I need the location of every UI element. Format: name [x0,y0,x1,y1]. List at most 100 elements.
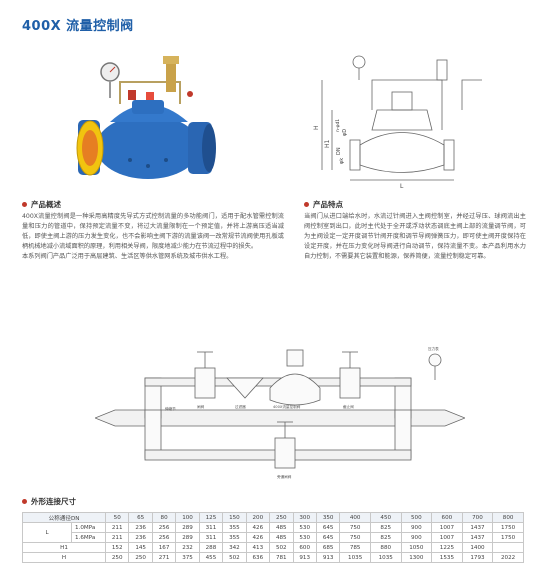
dn-cell: 500 [400,512,433,523]
dn-cell: 150 [222,512,247,523]
dn-cell: 450 [369,512,402,523]
installation-diagram: 伸缩节 闸阀 过滤器 400X流量控制阀 截止阀 压力表 旁通闸阀 [95,346,465,479]
dn-cell: 350 [315,512,341,523]
dn-cell: 250 [269,512,294,523]
technical-drawing: H H1 DN φD φk n-φd1 L [313,55,482,190]
bullet-icon [22,499,27,504]
table-cell: 645 [315,532,341,543]
table-cell: 750 [339,522,371,533]
table-cell: 311 [198,532,224,543]
valve-photo [76,56,216,179]
dn-cell: 400 [339,512,371,523]
table-cell: 750 [339,532,371,543]
table-cell: 342 [222,542,247,553]
label-filter: 过滤器 [235,404,246,409]
table-cell: 211 [104,532,130,543]
dn-header: 公称通径DN [22,512,106,523]
dim-label-h: H [313,125,320,130]
table-cell: 355 [222,532,247,543]
dn-cell: 600 [431,512,463,523]
table-cell: 1035 [369,552,402,563]
table-cell: 900 [400,522,433,533]
features-heading-text: 产品特点 [313,200,343,209]
row-label: 1.0MPa [71,522,106,533]
label-gate-valve: 闸阀 [197,404,205,409]
page-title: 400X 流量控制阀 [22,19,134,34]
dn-cell: 300 [292,512,317,523]
dn-cell: 800 [492,512,524,523]
table-cell: 685 [315,542,341,553]
overview-heading-text: 产品概述 [31,200,61,209]
table-cell: 413 [245,542,271,553]
label-bypass-gate-valve: 旁通闸阀 [277,474,292,479]
table-cell: 530 [292,522,317,533]
table-row: H 250 250 271 375 455 502 636 781 913 91… [22,552,524,563]
table-cell: 485 [269,522,294,533]
dn-cell: 125 [198,512,224,523]
table-cell: 211 [104,522,130,533]
table-cell: 455 [198,552,224,563]
dim-label-dn: DN [336,147,342,155]
row-label: H [22,552,106,563]
table-cell: 1535 [431,552,463,563]
dimensions-heading-text: 外形连接尺寸 [31,497,76,506]
dim-label-l: L [400,183,404,190]
table-cell: 825 [369,522,402,533]
table-cell: 1007 [431,532,463,543]
table-cell: 1793 [461,552,494,563]
table-cell: 145 [128,542,153,553]
label-stop-valve: 截止阀 [343,404,354,409]
table-row: H1 152 145 167 232 288 342 413 502 600 6… [22,542,524,553]
dim-label-h1: H1 [324,139,331,148]
dim-label-nphid1: n-φd1 [335,119,341,132]
label-pressure-gauge: 压力表 [428,346,439,351]
table-cell: 880 [369,542,402,553]
table-cell: 502 [269,542,294,553]
table-cell: 1225 [431,542,463,553]
table-cell: 1400 [461,542,494,553]
dn-cell: 100 [175,512,200,523]
table-cell: 785 [339,542,371,553]
overview-paragraph-1: 400X流量控制阀是一种采用高精度先导式方式控制流量的多功能阀门，适用于配水管需… [22,213,284,250]
table-cell: 1750 [492,532,524,543]
overview-text: 400X流量控制阀是一种采用高精度先导式方式控制流量的多功能阀门，适用于配水管需… [22,212,284,262]
table-cell: 825 [369,532,402,543]
table-cell: 2022 [492,552,524,563]
table-cell: 1007 [431,522,463,533]
l-label: L [22,522,72,543]
table-cell: 311 [198,522,224,533]
table-cell: 1437 [461,522,494,533]
dn-cell: 200 [245,512,271,523]
dn-cell: 50 [104,512,130,523]
table-cell: 600 [292,542,317,553]
table-cell: 1035 [339,552,371,563]
table-cell: 485 [269,532,294,543]
table-cell: 781 [269,552,294,563]
table-cell: 502 [222,552,247,563]
table-cell: 636 [245,552,271,563]
bullet-icon [304,202,309,207]
table-cell: 426 [245,532,271,543]
bullet-icon [22,202,27,207]
table-cell: 530 [292,532,317,543]
table-cell: 1437 [461,532,494,543]
table-cell: 167 [151,542,177,553]
table-row: 公称通径DN 50 65 80 100 125 150 200 250 300 … [22,512,524,523]
dimensions-table: 公称通径DN 50 65 80 100 125 150 200 250 300 … [22,512,524,563]
overview-paragraph-2: 本系列阀门产品广泛用于高层建筑、生活区等供水管网系统及城市供水工程。 [22,253,233,260]
table-cell: 256 [151,532,177,543]
label-expansion-joint: 伸缩节 [165,406,176,411]
table-cell: 289 [175,522,200,533]
features-paragraph-1: 当阀门从进口端给水时，水流过针阀进入主阀控制室，并经过导压、球阀流出主阀控制室到… [304,213,526,260]
overview-heading: 产品概述 [22,199,61,210]
table-cell: 232 [175,542,200,553]
dn-cell: 80 [151,512,177,523]
label-flow-control-valve: 400X流量控制阀 [273,404,301,409]
table-cell: 250 [104,552,130,563]
table-cell: 426 [245,522,271,533]
table-cell: 900 [400,532,433,543]
table-cell [492,542,524,553]
table-cell: 645 [315,522,341,533]
table-cell: 1050 [400,542,433,553]
features-heading: 产品特点 [304,199,343,210]
